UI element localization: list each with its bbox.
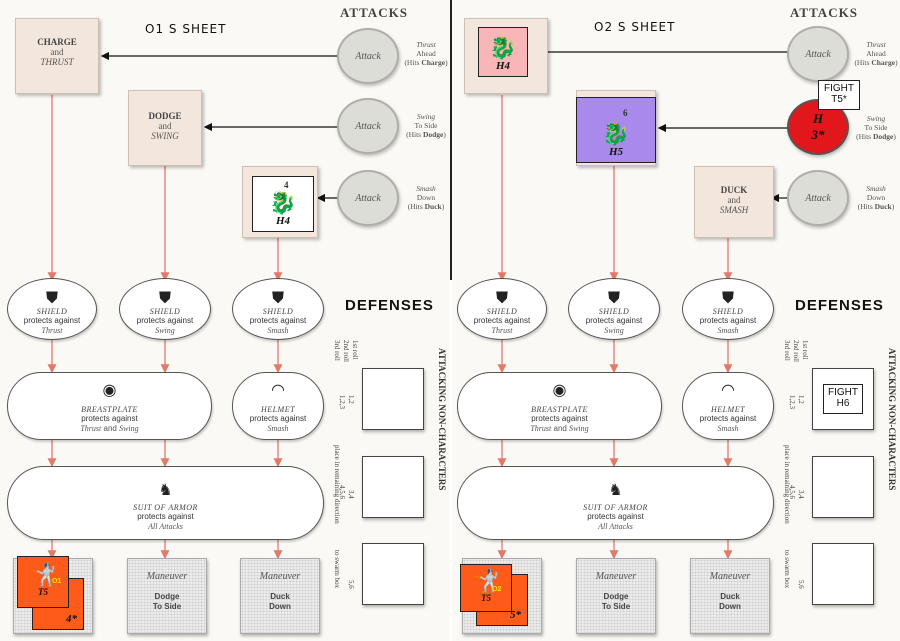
- defense-breastplate[interactable]: ◉ BREASTPLATE protects against Thrust an…: [7, 372, 212, 440]
- maneuver-box-charge[interactable]: CHARGE and THRUST: [15, 18, 99, 94]
- sheet-label: O2 S SHEET: [594, 20, 676, 34]
- attacks-heading: ATTACKS: [340, 5, 408, 20]
- connector-lines: [497, 47, 788, 560]
- monster-counter[interactable]: 🐉 H5: [576, 97, 656, 163]
- plume-helm-icon: ♞: [158, 480, 173, 499]
- maneuver-attack: SMASH: [719, 205, 749, 215]
- attack-circle-thrust[interactable]: Attack: [337, 28, 399, 84]
- sheet-divider: [450, 0, 452, 280]
- character-tag: O2: [492, 586, 502, 593]
- swarm-box-2[interactable]: [362, 456, 424, 518]
- shield-icon: ⛊: [158, 288, 171, 307]
- shield-icon: ⛊: [607, 288, 620, 307]
- swarm-box-1[interactable]: [362, 368, 424, 430]
- maneuver-box-dodge[interactable]: DODGE and SWING: [128, 90, 202, 166]
- counter-number: 6: [623, 108, 628, 118]
- maneuver-attack: THRUST: [40, 57, 74, 67]
- defense-helmet[interactable]: ◠ HELMET protects against Smash: [682, 372, 774, 440]
- defense-shield-thrust[interactable]: ⛊ SHIELD protects against Thrust: [7, 278, 97, 340]
- attack-circle-swing[interactable]: Attack: [337, 98, 399, 154]
- defenses-heading: DEFENSES: [345, 297, 434, 314]
- maneuver-box-duck[interactable]: DUCK and SMASH: [694, 166, 774, 238]
- monster-icon: 🐉: [602, 121, 630, 146]
- fight-marker[interactable]: FIGHT H6: [823, 384, 863, 414]
- attack-circle-thrust[interactable]: Attack: [787, 26, 849, 82]
- melee-sheet-o2: O2 S SHEET ATTACKS 🐉 H4 🐉 H5 6 DUCK and …: [452, 0, 900, 641]
- defense-shield-smash[interactable]: ⛊ SHIELD protects against Smash: [682, 278, 774, 340]
- knight-icon: 🤺: [29, 562, 57, 587]
- monster-counter[interactable]: 🐉 H4: [478, 27, 528, 77]
- counter-code: H4: [275, 215, 291, 227]
- swarm-box-2[interactable]: [812, 456, 874, 518]
- side-title: ATTACKING NON-CHARACTERS: [887, 348, 897, 491]
- defense-shield-swing[interactable]: ⛊ SHIELD protects against Swing: [119, 278, 211, 340]
- maneuver-and: and: [50, 47, 64, 57]
- maneuver-name: DODGE: [148, 111, 182, 121]
- knight-icon: 🤺: [472, 568, 500, 593]
- swarm-box-1[interactable]: FIGHT H6: [812, 368, 874, 430]
- maneuver-duck-down[interactable]: Maneuver Duck Down: [690, 558, 770, 634]
- breastplate-icon: ◉: [102, 380, 117, 399]
- defense-suit-of-armor[interactable]: ♞ SUIT OF ARMOR protects against All Att…: [7, 466, 324, 540]
- defense-breastplate[interactable]: ◉ BREASTPLATE protects against Thrust an…: [457, 372, 662, 440]
- maneuver-dodge-to-side[interactable]: Maneuver Dodge To Side: [127, 558, 207, 634]
- maneuver-name: DUCK: [720, 185, 748, 195]
- red-attack-top: H: [812, 111, 824, 126]
- defense-shield-swing[interactable]: ⛊ SHIELD protects against Swing: [568, 278, 660, 340]
- shield-icon: ⛊: [721, 288, 734, 307]
- maneuver-duck-down[interactable]: Maneuver Duck Down: [240, 558, 320, 634]
- helmet-icon: ◠: [271, 380, 285, 399]
- monster-icon: 🐉: [489, 35, 517, 60]
- side-title: ATTACKING NON-CHARACTERS: [437, 348, 447, 491]
- counter-code: H5: [608, 146, 624, 158]
- shield-icon: ⛊: [495, 288, 508, 307]
- red-attack-bottom: 3*: [811, 127, 825, 142]
- monster-counter[interactable]: 🐉 H4: [252, 176, 314, 232]
- defense-helmet[interactable]: ◠ HELMET protects against Smash: [232, 372, 324, 440]
- defense-suit-of-armor[interactable]: ♞ SUIT OF ARMOR protects against All Att…: [457, 466, 774, 540]
- defense-shield-smash[interactable]: ⛊ SHIELD protects against Smash: [232, 278, 324, 340]
- breastplate-icon: ◉: [552, 380, 567, 399]
- shield-icon: ⛊: [45, 288, 58, 307]
- shield-icon: ⛊: [271, 288, 284, 307]
- character-counter-front[interactable]: 🤺 T5: [460, 564, 512, 612]
- swarm-box-3[interactable]: [812, 543, 874, 605]
- fight-marker[interactable]: FIGHT T5*: [818, 80, 860, 110]
- connector-lines: [47, 51, 338, 560]
- melee-sheet-o1: O1 S SHEET ATTACKS CHARGE and THRUST DOD…: [7, 5, 448, 634]
- attack-circle-smash[interactable]: Attack: [337, 170, 399, 226]
- helmet-icon: ◠: [721, 380, 735, 399]
- character-counter-front[interactable]: 🤺 T5: [17, 556, 69, 608]
- attack-circle-smash[interactable]: Attack: [787, 170, 849, 226]
- attacks-heading: ATTACKS: [790, 5, 858, 20]
- maneuver-attack: SWING: [151, 131, 179, 141]
- counter-code: H4: [495, 60, 511, 72]
- counter-number: 4: [284, 180, 289, 190]
- sheet-label: O1 S SHEET: [145, 22, 227, 36]
- swarm-box-3[interactable]: [362, 543, 424, 605]
- monster-icon: 🐉: [269, 190, 297, 215]
- defense-shield-thrust[interactable]: ⛊ SHIELD protects against Thrust: [457, 278, 547, 340]
- maneuver-name: CHARGE: [37, 37, 77, 47]
- maneuver-dodge-to-side[interactable]: Maneuver Dodge To Side: [576, 558, 656, 634]
- maneuver-and: and: [727, 195, 741, 205]
- defenses-heading: DEFENSES: [795, 297, 884, 314]
- maneuver-and: and: [158, 121, 172, 131]
- plume-helm-icon: ♞: [608, 480, 623, 499]
- character-tag: O1: [52, 578, 62, 585]
